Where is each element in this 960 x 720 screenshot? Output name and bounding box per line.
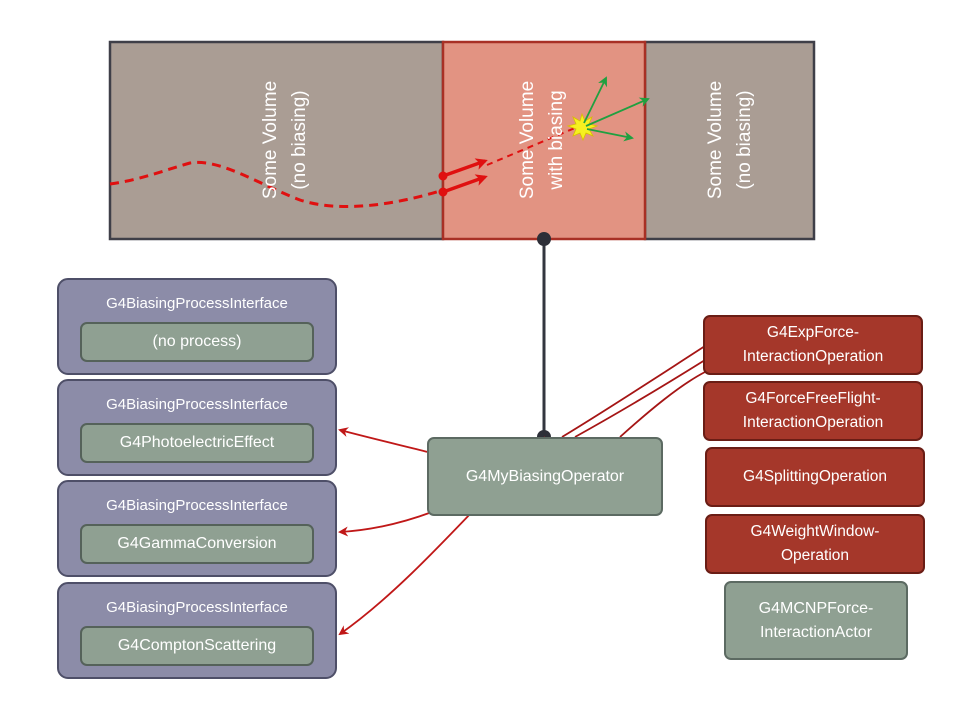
volume-left-label: Some Volume(no biasing) xyxy=(260,80,310,200)
step-point-2 xyxy=(438,187,448,197)
process-photoelectric: G4PhotoelectricEffect xyxy=(80,423,314,463)
particle-track xyxy=(109,160,444,208)
secondary-track-2 xyxy=(585,97,650,127)
operation-exp-force: G4ExpForce-InteractionOperation xyxy=(703,315,923,375)
forced-step-arrow-2 xyxy=(442,174,488,194)
forced-step-arrow-1 xyxy=(442,158,488,178)
volume-left xyxy=(108,40,445,241)
interface-no-process: G4BiasingProcessInterface (no process) xyxy=(57,278,337,375)
interface-gamma-conversion: G4BiasingProcessInterface G4GammaConvers… xyxy=(57,480,337,577)
interaction-actor: G4MCNPForce-InteractionActor xyxy=(724,581,908,660)
link-dot-top xyxy=(537,232,551,246)
link-to-op-2 xyxy=(574,359,706,438)
arrow-to-gamma-conversion xyxy=(338,511,433,537)
process-gamma-conversion: G4GammaConversion xyxy=(80,524,314,564)
link-to-op-1 xyxy=(561,345,706,438)
interface-compton: G4BiasingProcessInterface G4ComptonScatt… xyxy=(57,582,337,679)
interface-title: G4BiasingProcessInterface xyxy=(106,497,288,514)
operation-weight-window: G4WeightWindow-Operation xyxy=(705,514,925,574)
volume-right-label: Some Volume(no biasing) xyxy=(705,80,755,200)
volume-biased xyxy=(441,40,647,241)
interface-photoelectric: G4BiasingProcessInterface G4Photoelectri… xyxy=(57,379,337,476)
process-no-process: (no process) xyxy=(80,322,314,362)
secondary-track-1 xyxy=(583,76,607,124)
operation-splitting: G4SplittingOperation xyxy=(705,447,925,507)
arrow-to-photoelectric xyxy=(338,427,429,453)
interaction-burst-icon xyxy=(566,112,599,142)
biasing-operator: G4MyBiasingOperator xyxy=(427,437,663,516)
link-to-op-3 xyxy=(619,371,706,438)
operation-force-free-flight: G4ForceFreeFlight-InteractionOperation xyxy=(703,381,923,441)
process-compton: G4ComptonScattering xyxy=(80,626,314,666)
interface-title: G4BiasingProcessInterface xyxy=(106,599,288,616)
volume-right xyxy=(643,40,816,241)
interface-title: G4BiasingProcessInterface xyxy=(106,396,288,413)
step-point-1 xyxy=(438,171,448,181)
secondary-track-3 xyxy=(586,128,634,142)
interface-title: G4BiasingProcessInterface xyxy=(106,295,288,312)
